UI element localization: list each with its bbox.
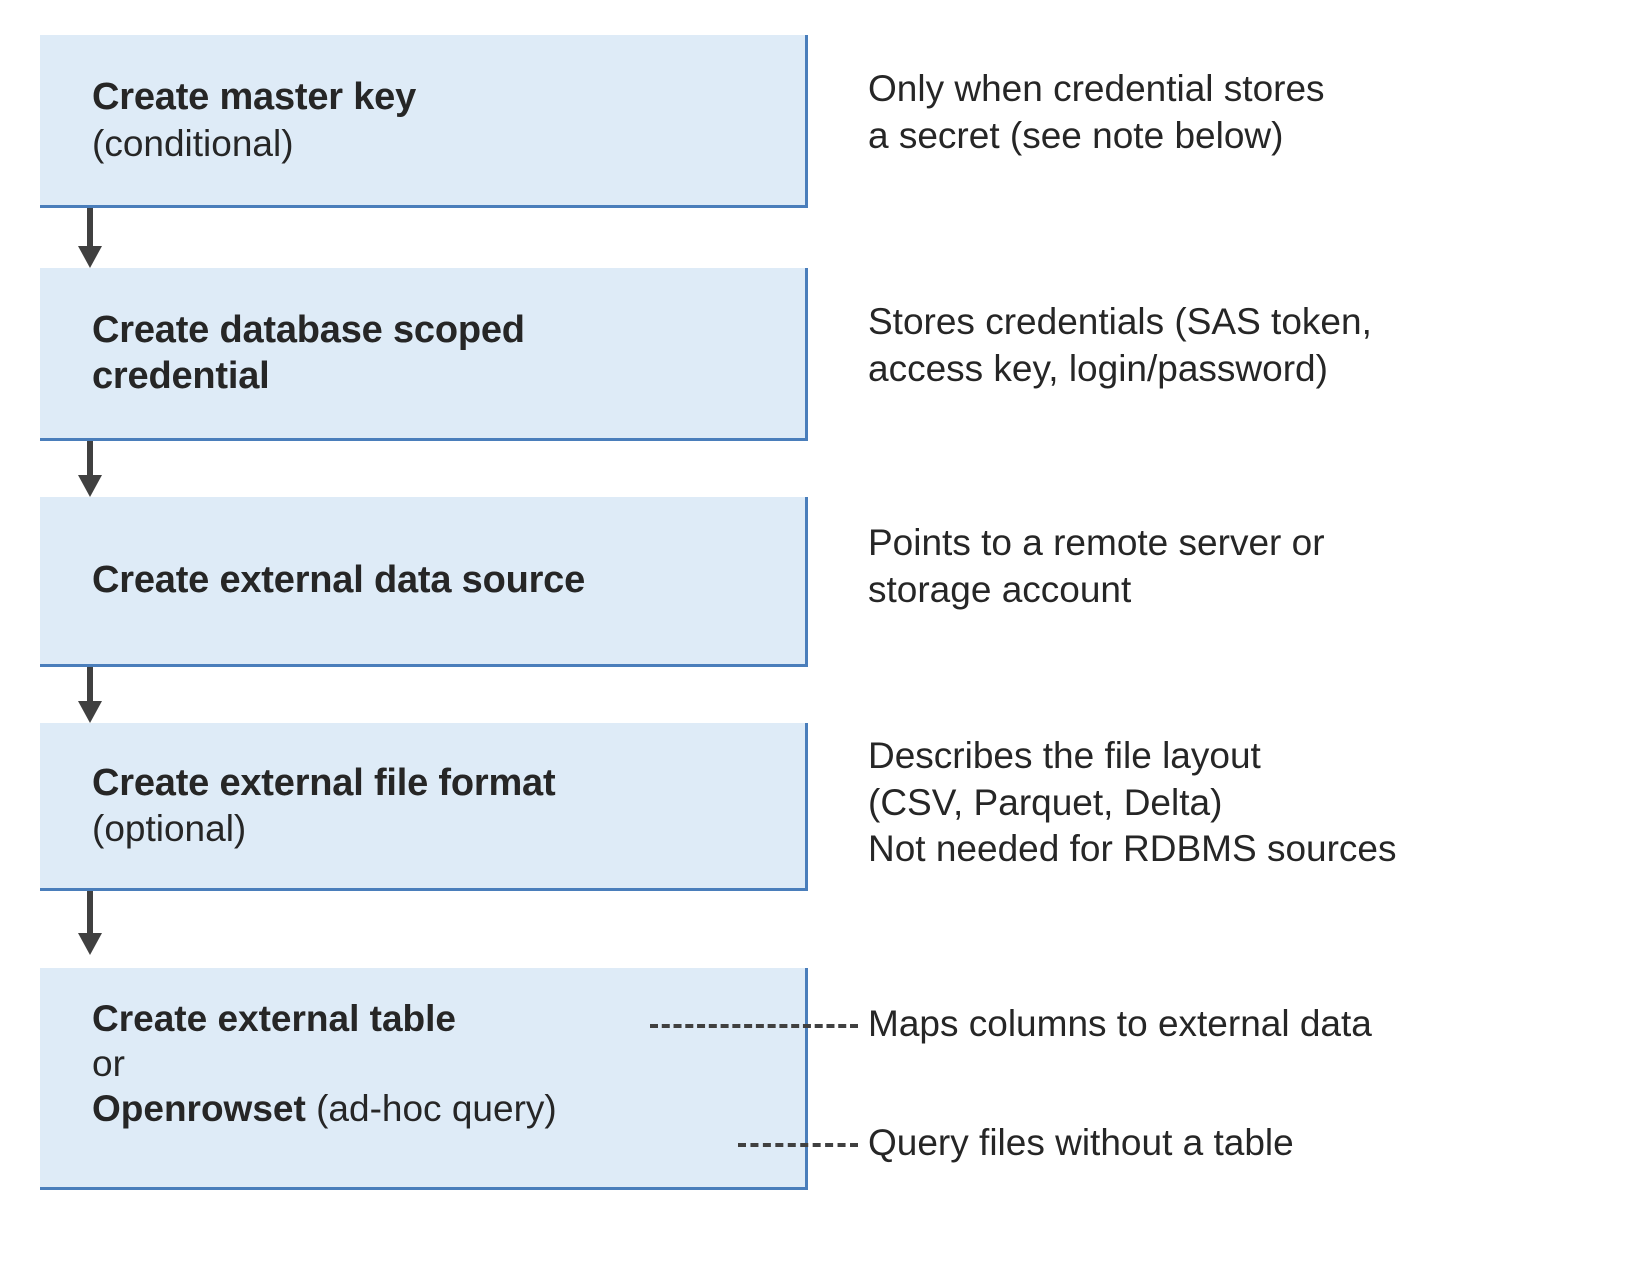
arrow-down-icon [78,667,102,723]
note-option-a: Maps columns to external data [868,1003,1372,1044]
step-title-line-1: Create database scoped [92,308,525,351]
note-line: Not needed for RDBMS sources [868,828,1397,870]
note-line: a secret (see note below) [868,114,1284,156]
note-create-database-scoped-credential: Stores credentials (SAS token, access ke… [868,299,1608,392]
step-subtitle: (conditional) [92,122,294,164]
arrow-down-icon [78,891,102,955]
note-line: access key, login/password) [868,347,1328,389]
note-option-b: Query files without a table [868,1122,1294,1163]
arrow-down-icon [78,441,102,497]
arrow-down-icon [78,208,102,268]
step-box-create-external-file-format[interactable]: Create external file format (optional) [40,723,808,891]
connector-arrow-1 [76,208,116,268]
step-box-create-external-data-source[interactable]: Create external data source [40,497,808,667]
step-box-create-master-key[interactable]: Create master key (conditional) [40,35,808,208]
note-line: Stores credentials (SAS token, [868,301,1372,342]
leader-line-option-a [650,1024,858,1028]
step-title: Create external data source [92,559,586,602]
connector-arrow-3 [76,667,116,723]
note-line: Only when credential stores [868,68,1325,109]
option-b-qualifier: (ad-hoc query) [305,1088,557,1130]
step-title: Create master key [92,76,417,119]
step-subtitle: (optional) [92,808,247,850]
option-b-label: Openrowset [92,1088,306,1130]
note-create-external-data-source: Points to a remote server or storage acc… [868,520,1608,613]
option-a-label: Create external table [92,998,457,1039]
connector-arrow-2 [76,441,116,497]
note-line: Describes the file layout [868,735,1261,776]
or-label: or [92,1043,125,1085]
step-box-create-database-scoped-credential[interactable]: Create database scoped credential [40,268,808,441]
note-create-master-key: Only when credential stores a secret (se… [868,66,1608,159]
step-box-create-external-table-or-openrowset[interactable]: Create external table or Openrowset (ad-… [40,968,808,1190]
step-title: Create external file format [92,761,556,804]
note-line: Points to a remote server or [868,522,1325,563]
note-create-external-file-format: Describes the file layout (CSV, Parquet,… [868,733,1608,873]
connector-arrow-4 [76,891,116,955]
option-b-row: Openrowset (ad-hoc query) [92,1086,792,1131]
note-line: storage account [868,568,1132,610]
leader-line-option-b [738,1143,858,1147]
step-title-line-2: credential [92,355,270,397]
note-line: (CSV, Parquet, Delta) [868,781,1223,823]
